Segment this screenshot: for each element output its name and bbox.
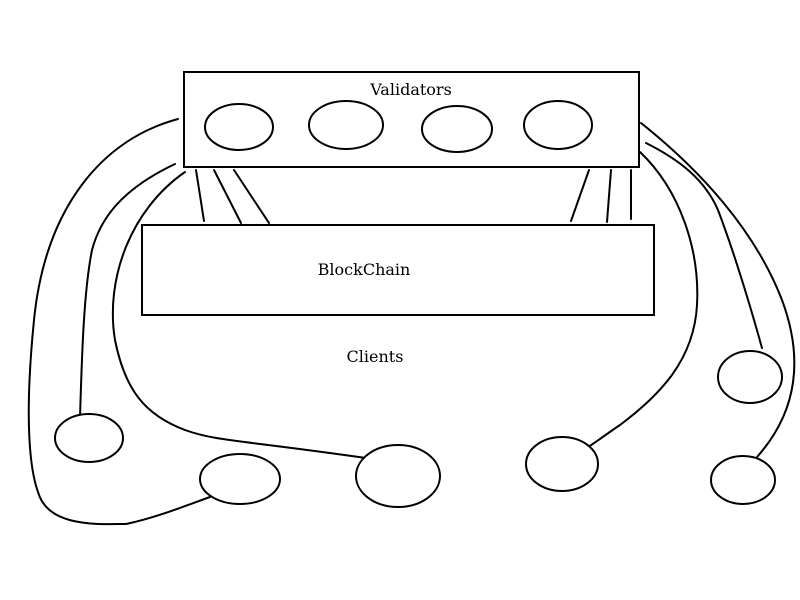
link-right-2 [606, 169, 612, 223]
validators-label: Validators [369, 80, 452, 99]
link-client-far-left [27, 118, 211, 526]
link-left-1 [195, 169, 205, 222]
client-node [199, 453, 281, 505]
blockchain-label: BlockChain [318, 260, 411, 279]
link-client-left [79, 163, 176, 419]
client-node [355, 444, 441, 508]
link-client-right-top [645, 142, 763, 349]
link-client-center [111, 171, 367, 459]
client-node [710, 455, 776, 505]
link-left-3 [233, 169, 270, 224]
validator-client-links [27, 118, 796, 526]
validator-node [421, 105, 493, 153]
client-node [54, 413, 124, 463]
client-node [717, 350, 783, 404]
link-client-right-bottom [640, 122, 796, 458]
validator-blockchain-links [195, 169, 632, 224]
validator-node [308, 100, 384, 150]
link-client-right-center [587, 151, 699, 448]
clients-label: Clients [347, 347, 404, 366]
blockchain-box [141, 224, 655, 316]
validator-node [204, 103, 274, 151]
validator-node [523, 100, 593, 150]
link-right-1 [570, 169, 590, 222]
client-node [525, 436, 599, 492]
link-left-2 [213, 169, 242, 224]
